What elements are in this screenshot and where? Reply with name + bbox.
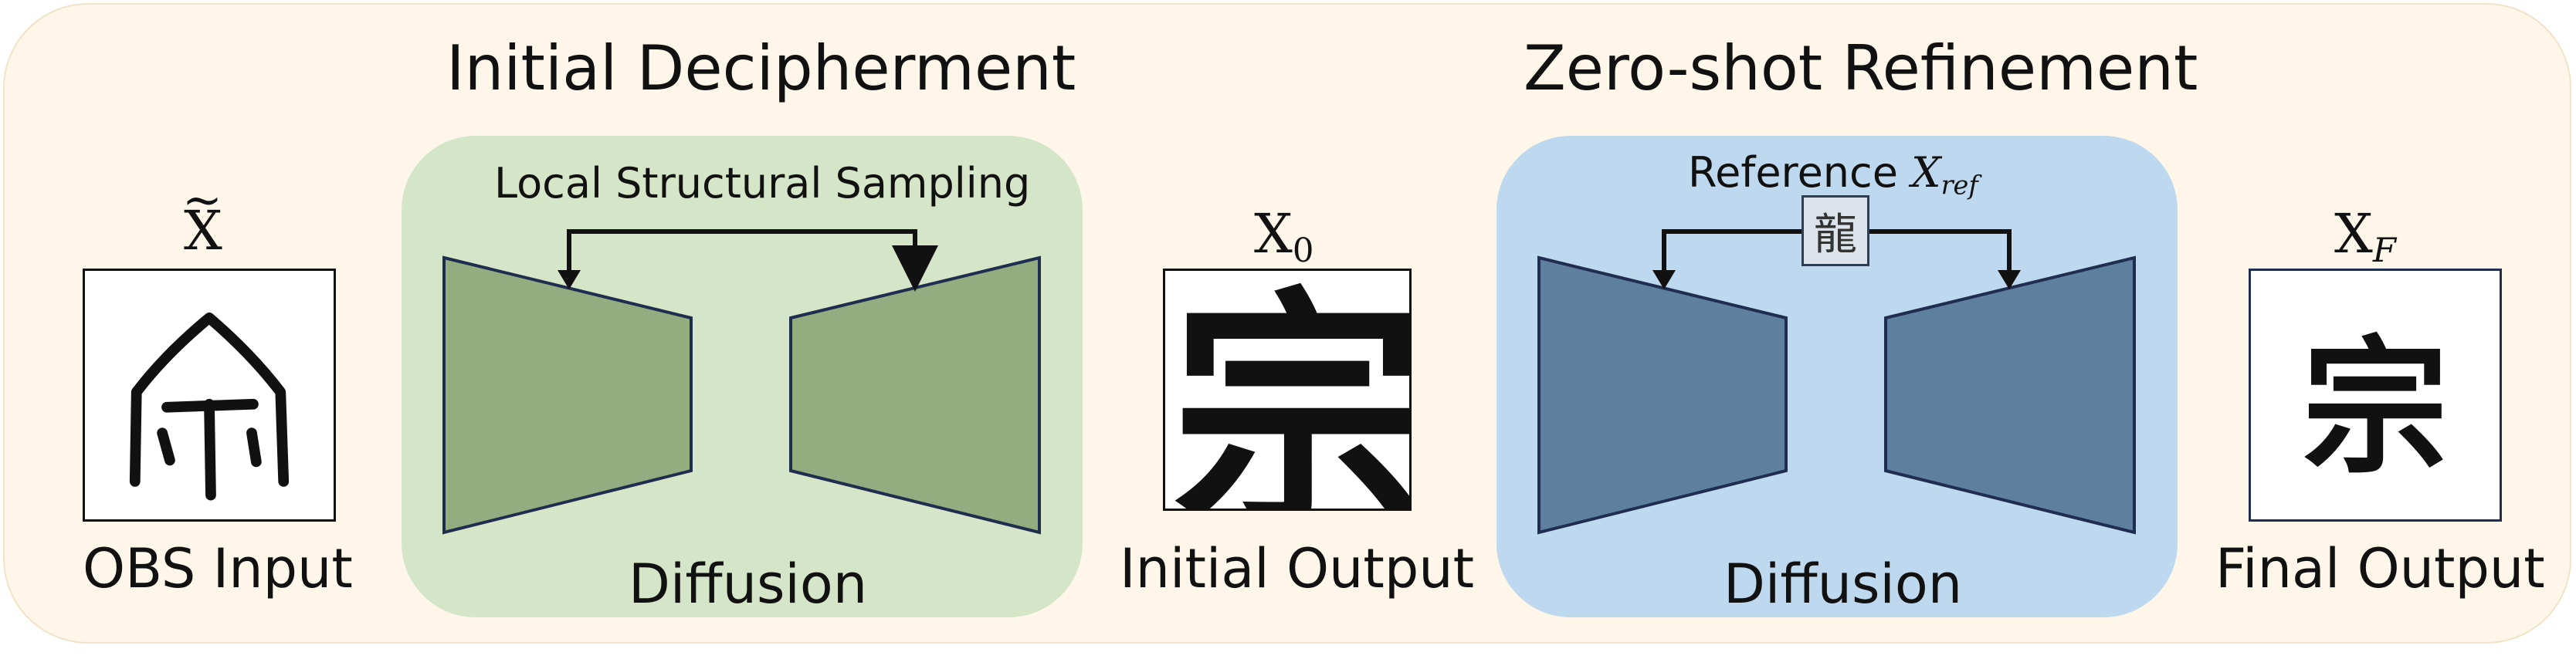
input-tilde: ~ [182, 171, 222, 228]
initial-output-image: 宗 [1163, 269, 1412, 511]
initial-output-symbol: X0 [1254, 202, 1314, 271]
reference-glyph-box: 龍 [1802, 195, 1869, 266]
title-initial-decipherment: Initial Decipherment [446, 32, 1076, 104]
obs-input-image [83, 269, 336, 522]
final-output-symbol: XF [2334, 202, 2396, 271]
stage2-decoder-trapezoid [1884, 255, 2136, 535]
reference-glyph: 龍 [1814, 209, 1857, 260]
final-output-caption: Final Output [2215, 537, 2545, 600]
stage2-reference-arrow [1662, 229, 1802, 282]
stage1-decoder-trapezoid [789, 255, 1041, 535]
stage2-arrow-right-head [1998, 270, 2021, 289]
stage1-diffusion-label: Diffusion [629, 553, 868, 616]
stage1-sampling-arrow [567, 229, 938, 292]
stage2-diffusion-label: Diffusion [1724, 553, 1963, 616]
oracle-bone-glyph [129, 312, 290, 501]
final-output-glyph: 宗 [2301, 321, 2449, 494]
local-structural-sampling-label: Local Structural Sampling [494, 159, 1031, 208]
stage2-arrow-left-head [1652, 270, 1676, 289]
obs-input-caption: OBS Input [83, 537, 353, 600]
stage2-encoder-trapezoid [1537, 255, 1788, 535]
initial-output-caption: Initial Output [1120, 537, 1475, 600]
title-zero-shot-refinement: Zero-shot Refinement [1524, 32, 2198, 104]
final-output-image: 宗 [2249, 269, 2502, 522]
reference-label: Reference Xref [1688, 148, 1978, 201]
input-symbol: X [184, 199, 222, 262]
stage2-reference-arrow-right [1869, 229, 2012, 282]
stage1-sampling-arrow-left-head [558, 270, 581, 289]
initial-output-glyph: 宗 [1171, 269, 1412, 511]
stage1-encoder-trapezoid [442, 255, 693, 535]
